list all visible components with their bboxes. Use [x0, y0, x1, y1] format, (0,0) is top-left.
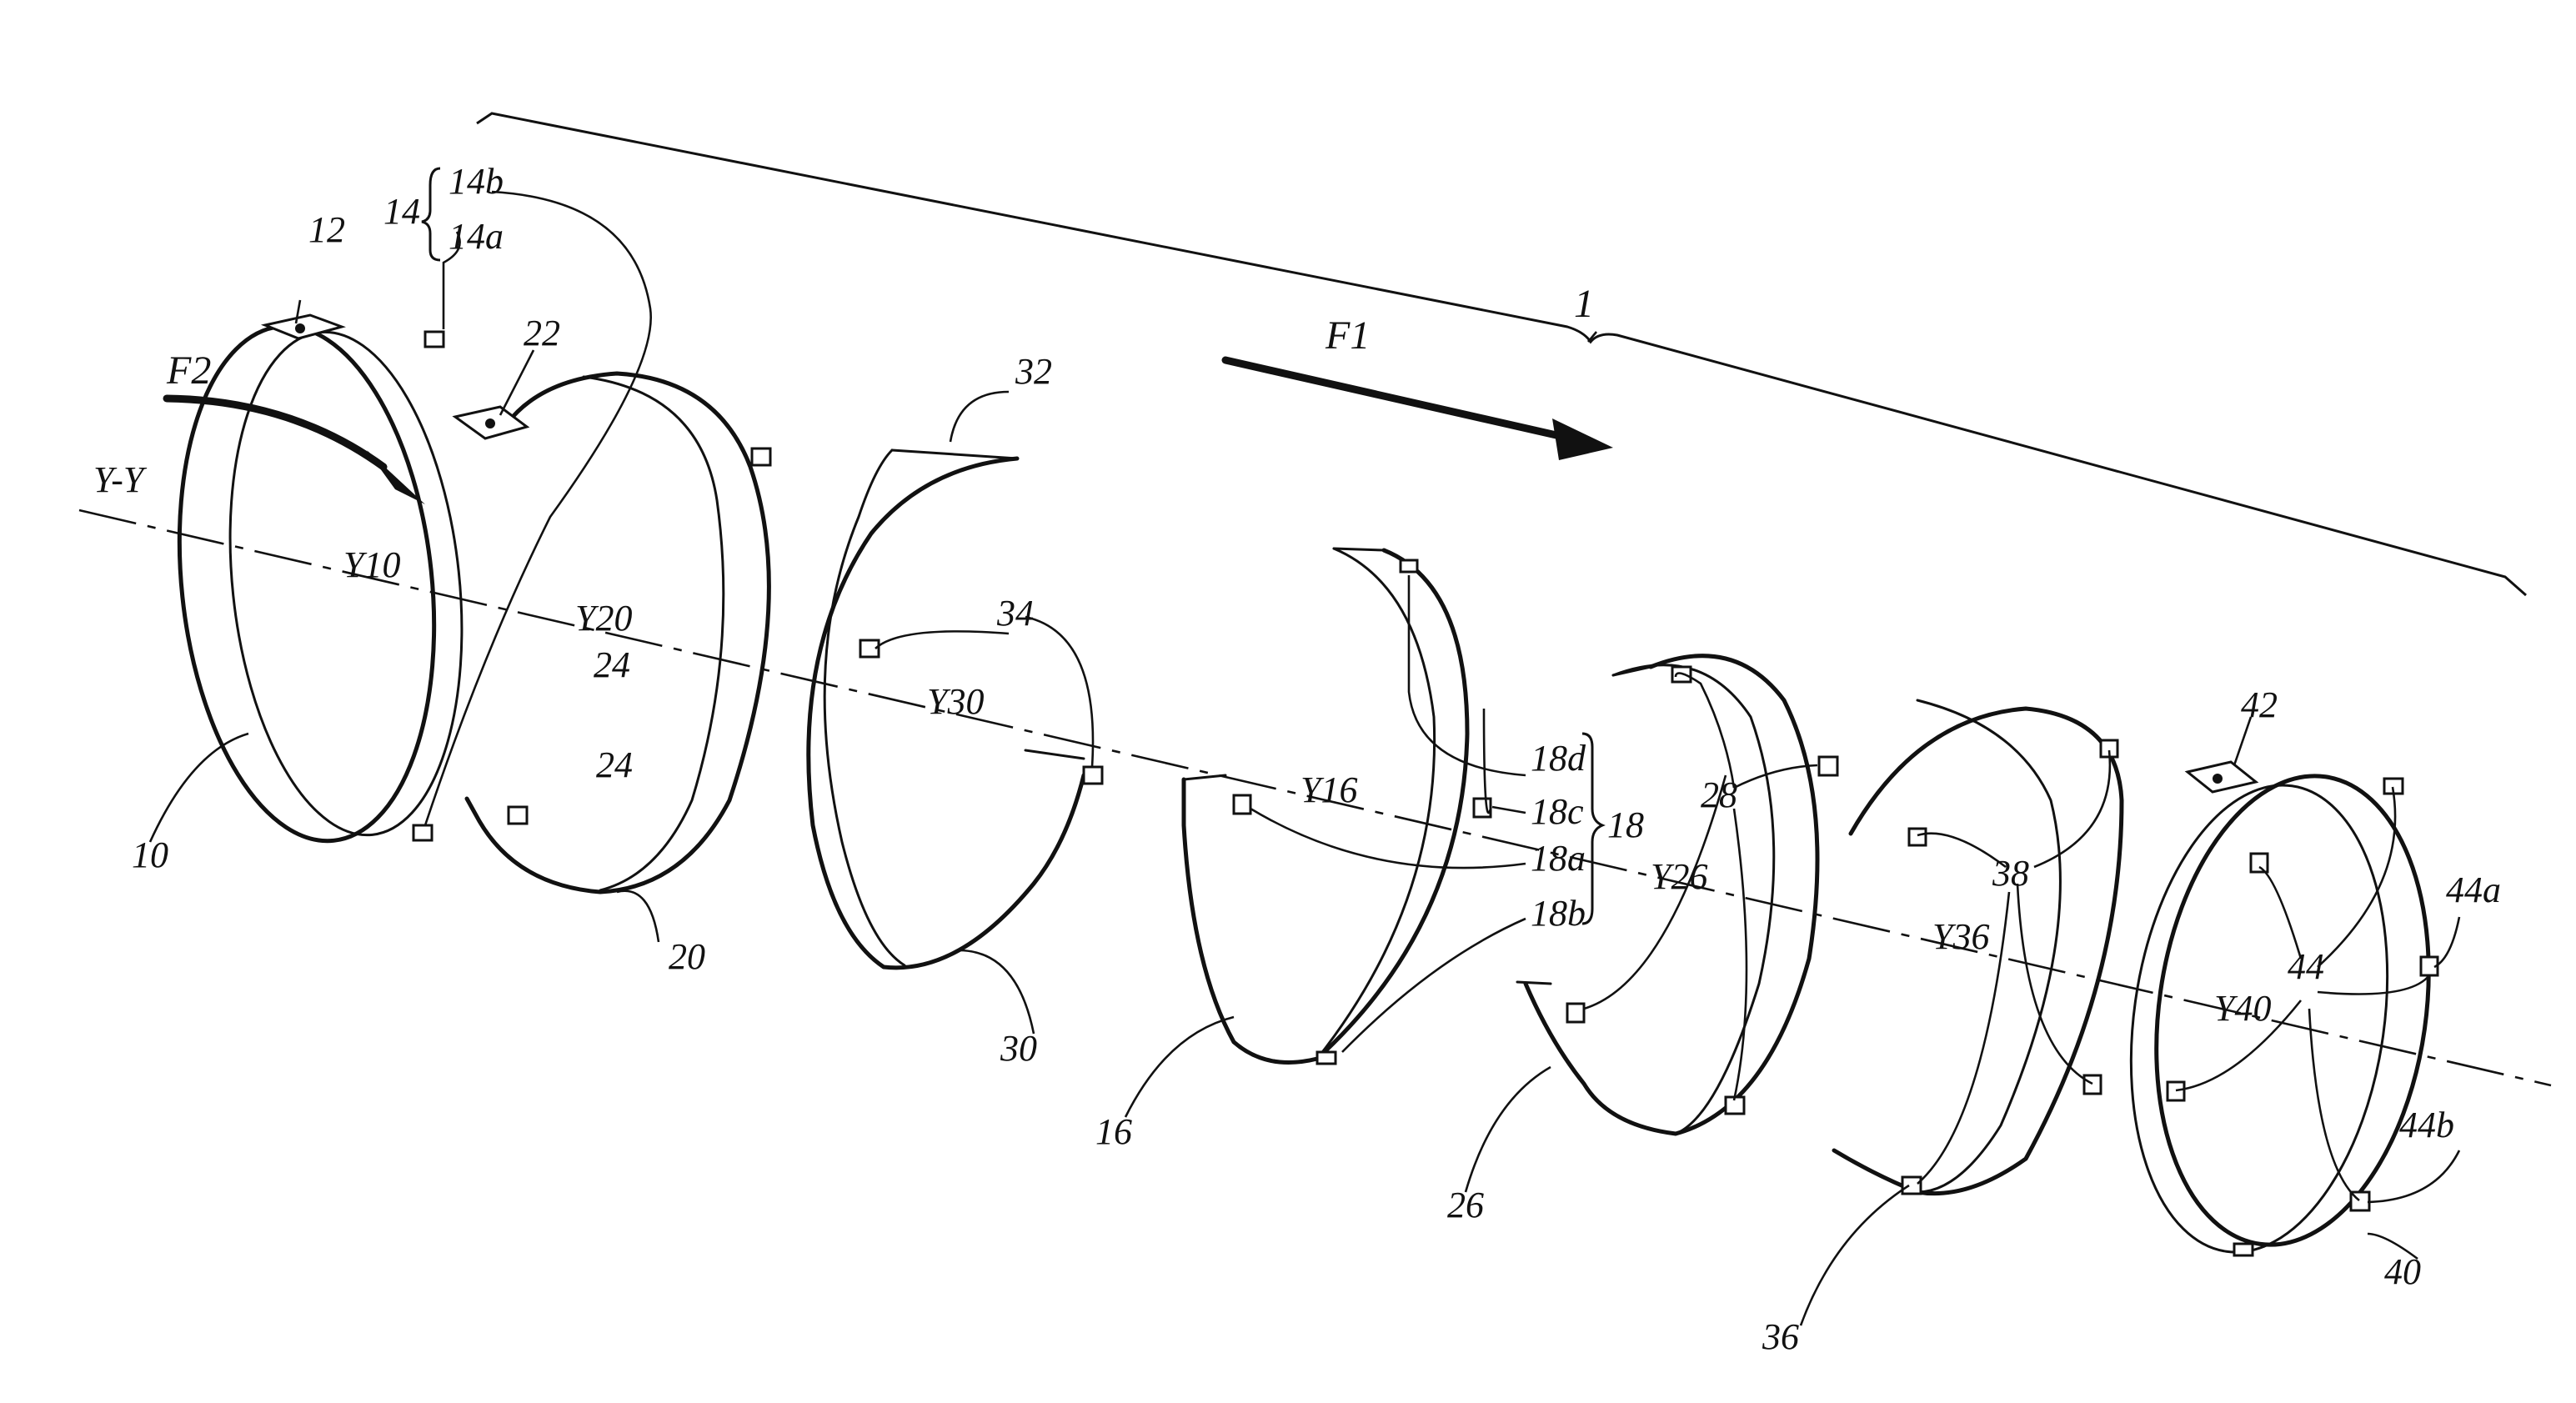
label-f2: F2 [166, 348, 211, 393]
ring-10 [155, 313, 485, 854]
label-38: 38 [1992, 853, 2029, 894]
label-24-lower: 24 [596, 744, 633, 785]
label-14b: 14b [449, 161, 504, 202]
label-axis-40: Y40 [2214, 988, 2271, 1029]
label-18d: 18d [1531, 738, 1586, 779]
label-18: 18 [1607, 804, 1644, 845]
label-26: 26 [1447, 1185, 1484, 1225]
label-44b: 44b [2399, 1105, 2454, 1145]
label-40: 40 [2384, 1251, 2421, 1292]
label-18b: 18b [1531, 893, 1586, 934]
label-f1: F1 [1325, 313, 1370, 358]
assembly-brace [477, 113, 2526, 595]
label-44: 44 [2288, 946, 2324, 987]
ring-40 [2102, 758, 2458, 1269]
label-10: 10 [132, 834, 168, 875]
label-axis-26: Y26 [1651, 856, 1707, 897]
brace-14 [422, 168, 440, 260]
label-axis-main: Y-Y [93, 459, 148, 500]
label-42: 42 [2241, 684, 2278, 725]
label-44a: 44a [2446, 869, 2501, 910]
label-32: 32 [1015, 351, 1052, 392]
arrow-f1 [1225, 360, 1613, 460]
label-22: 22 [524, 313, 560, 353]
label-1: 1 [1574, 282, 1594, 326]
label-24-upper: 24 [594, 644, 630, 685]
label-14: 14 [383, 191, 420, 232]
label-axis-36: Y36 [1932, 916, 1989, 957]
label-12: 12 [308, 209, 345, 250]
label-34: 34 [996, 593, 1034, 634]
label-axis-20: Y20 [575, 598, 632, 639]
label-18c: 18c [1531, 791, 1584, 832]
label-axis-10: Y10 [343, 544, 400, 585]
label-axis-30: Y30 [927, 681, 984, 722]
label-20: 20 [669, 936, 705, 977]
label-28: 28 [1701, 774, 1737, 815]
label-16: 16 [1095, 1111, 1132, 1152]
label-14a: 14a [449, 216, 504, 257]
label-30: 30 [1000, 1028, 1037, 1069]
label-18a: 18a [1531, 838, 1586, 879]
label-axis-16: Y16 [1301, 769, 1357, 810]
label-36: 36 [1762, 1316, 1799, 1357]
